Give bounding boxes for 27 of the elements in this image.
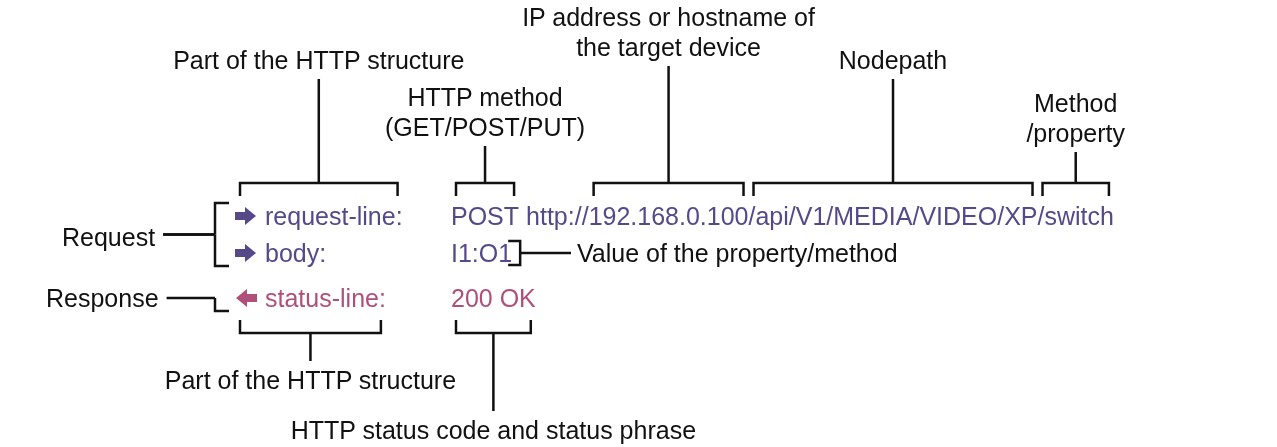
leader-line	[592, 64, 745, 198]
annotation-label: HTTP method (GET/POST/PUT)	[370, 82, 601, 142]
annotation-label: Value of the property/method	[577, 238, 898, 268]
leader-line	[1041, 150, 1111, 198]
annotation-label: Part of the HTTP structure	[173, 45, 465, 75]
annotation-label: Response	[46, 283, 159, 313]
field-name: status-line:	[265, 283, 386, 313]
bracket-leader	[161, 233, 231, 268]
field-name: body:	[265, 238, 327, 268]
field-name: request-line:	[265, 201, 403, 231]
annotation-label: Request	[62, 222, 156, 252]
annotation-label: IP address or hostname of the target device	[503, 2, 834, 62]
bracket-leader	[506, 239, 573, 267]
leader-line	[454, 318, 533, 413]
annotation-label: Part of the HTTP structure	[164, 365, 457, 395]
leader-line	[454, 144, 516, 198]
field-value: I1:O1	[451, 238, 513, 268]
leader-line	[238, 318, 383, 363]
annotation-label: Method /property	[1010, 88, 1141, 148]
leader-line	[238, 77, 399, 198]
annotation-label: HTTP status code and status phrase	[290, 415, 697, 445]
field-value: http://192.168.0.100/api/V1/MEDIA/VIDEO/XP/switch	[526, 201, 1114, 231]
annotation-label: Nodepath	[838, 45, 948, 75]
leader-line	[752, 77, 1034, 198]
bracket-leader	[165, 296, 231, 313]
field-value: POST	[451, 201, 520, 231]
field-value: 200 OK	[451, 283, 536, 313]
